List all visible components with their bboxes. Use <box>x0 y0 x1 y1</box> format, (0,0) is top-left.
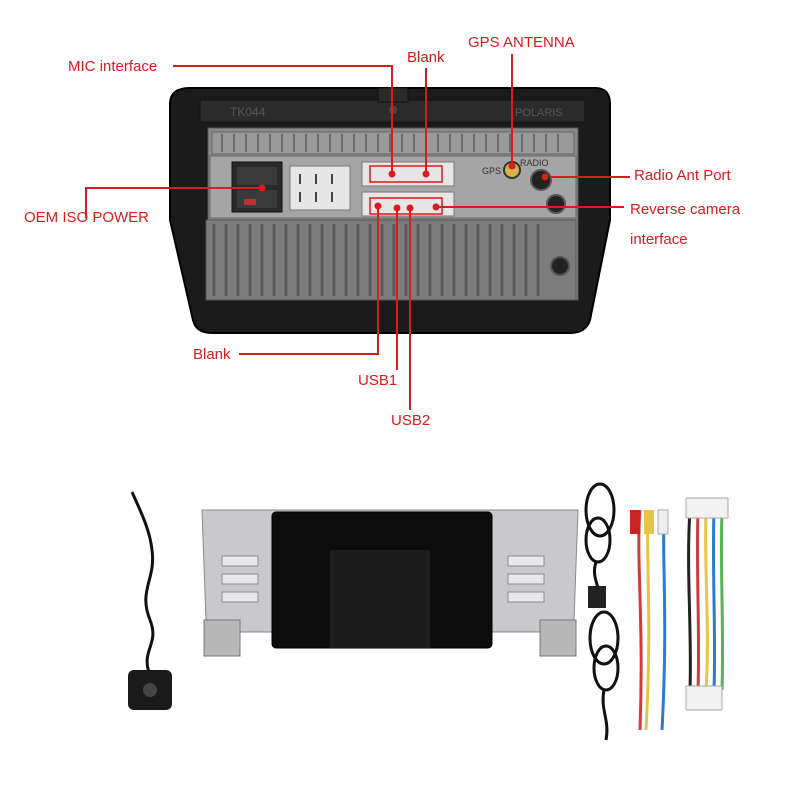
label-reverse-camera: Reverse camera <box>630 201 741 218</box>
radio-port-text: RADIO <box>520 158 549 168</box>
usb-cable <box>584 482 616 605</box>
model-text: TK044 <box>230 105 266 119</box>
aux-port <box>546 194 566 214</box>
radio-port <box>530 169 552 191</box>
bracket-left <box>203 619 241 657</box>
rca-plug-red <box>630 510 640 534</box>
label-usb1: USB1 <box>358 372 398 389</box>
iso-plug-top <box>685 497 729 519</box>
pin-slots <box>299 174 333 202</box>
heatsink-screw <box>550 256 570 276</box>
iso-power-slot-bottom <box>237 190 277 208</box>
label-reverse-camera-line2: interface <box>630 231 688 248</box>
label-mic-interface: MIC interface <box>68 58 158 75</box>
connector-highlight-boxes <box>369 165 443 215</box>
callout-dots <box>258 162 549 212</box>
bracket-right <box>539 619 577 657</box>
heatsink-fins <box>212 224 540 296</box>
mic-cable <box>588 610 620 741</box>
label-blank-top: Blank <box>407 49 445 66</box>
label-usb2: USB2 <box>391 412 431 429</box>
callout-lines <box>85 54 630 410</box>
rca-plug-yellow <box>644 510 654 534</box>
rca-harness <box>637 509 667 731</box>
rear-panel-diagram: TK044 POLARIS GPS RADIO <box>85 54 630 410</box>
brand-text: POLARIS <box>515 107 563 119</box>
label-gps-antenna: GPS ANTENNA <box>468 34 575 51</box>
gps-port-text: GPS <box>482 166 501 176</box>
label-blank-bottom: Blank <box>193 346 231 363</box>
iso-red-tab <box>244 199 256 205</box>
upper-ribs <box>221 134 559 152</box>
iso-plug-bottom <box>685 685 723 711</box>
gps-antenna-logo <box>143 683 157 697</box>
usb-plug <box>588 586 606 608</box>
bezel-vents-right <box>507 555 545 603</box>
screen-reflection <box>330 550 430 648</box>
bezel-vents-left <box>221 555 259 603</box>
iso-power-slot-top <box>237 167 277 185</box>
label-radio-ant-port: Radio Ant Port <box>634 167 731 184</box>
gps-antenna-cable <box>130 491 155 676</box>
kit-contents <box>128 482 729 741</box>
iso-harness <box>687 509 725 691</box>
rca-plug-white <box>657 509 669 535</box>
